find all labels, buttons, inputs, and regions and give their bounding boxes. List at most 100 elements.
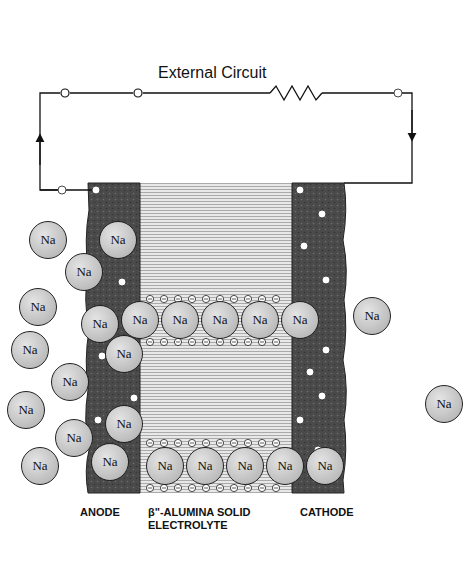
electron bbox=[216, 439, 223, 446]
electron bbox=[230, 295, 237, 302]
sodium-ion: Na bbox=[161, 301, 199, 339]
electron bbox=[202, 484, 209, 491]
sodium-ion: Na bbox=[65, 253, 103, 291]
ion-label: Na bbox=[277, 458, 292, 474]
electron bbox=[258, 338, 265, 345]
electron bbox=[244, 295, 251, 302]
electron bbox=[146, 439, 153, 446]
ion-label: Na bbox=[116, 416, 131, 432]
ion-label: Na bbox=[110, 232, 125, 248]
electron bbox=[318, 210, 326, 218]
electrode-label: CATHODE bbox=[300, 506, 354, 519]
resistor-symbol bbox=[270, 86, 322, 100]
electron bbox=[160, 439, 167, 446]
electron bbox=[230, 484, 237, 491]
electron bbox=[146, 295, 153, 302]
external-wire bbox=[40, 93, 412, 190]
electron bbox=[306, 368, 314, 376]
electron bbox=[188, 439, 195, 446]
sodium-ion: Na bbox=[29, 221, 67, 259]
ion-label: Na bbox=[212, 312, 227, 328]
electron bbox=[188, 295, 195, 302]
sodium-ion: Na bbox=[353, 297, 391, 335]
ion-label: Na bbox=[92, 316, 107, 332]
electron-dots bbox=[58, 89, 402, 492]
electron bbox=[174, 484, 181, 491]
sodium-ion: Na bbox=[121, 301, 159, 339]
electron bbox=[188, 484, 195, 491]
electron bbox=[394, 89, 402, 97]
electron bbox=[58, 186, 66, 194]
ion-label: Na bbox=[364, 308, 379, 324]
ion-label: Na bbox=[157, 458, 172, 474]
sodium-ion: Na bbox=[281, 301, 319, 339]
sodium-ion: Na bbox=[146, 447, 184, 485]
sodium-ion: Na bbox=[105, 335, 143, 373]
ion-label: Na bbox=[22, 342, 37, 358]
electron bbox=[322, 276, 330, 284]
ion-label: Na bbox=[30, 299, 45, 315]
ion-label: Na bbox=[76, 264, 91, 280]
electron bbox=[160, 295, 167, 302]
electron bbox=[146, 484, 153, 491]
electron bbox=[160, 484, 167, 491]
wire bbox=[40, 189, 58, 190]
current-arrow bbox=[411, 110, 412, 140]
electron bbox=[174, 338, 181, 345]
electron bbox=[272, 295, 279, 302]
electron bbox=[244, 484, 251, 491]
electron bbox=[296, 186, 304, 194]
electron bbox=[202, 338, 209, 345]
terminal bbox=[134, 89, 142, 97]
electron bbox=[230, 439, 237, 446]
ion-label: Na bbox=[252, 312, 267, 328]
sodium-ion: Na bbox=[7, 391, 45, 429]
electron bbox=[94, 416, 102, 424]
electron bbox=[258, 484, 265, 491]
electron bbox=[92, 186, 100, 194]
sodium-ion: Na bbox=[266, 447, 304, 485]
electron bbox=[160, 338, 167, 345]
electron bbox=[230, 338, 237, 345]
electron bbox=[202, 295, 209, 302]
sodium-ion: Na bbox=[306, 447, 344, 485]
electron bbox=[202, 439, 209, 446]
sodium-ion: Na bbox=[99, 221, 137, 259]
sodium-ion: Na bbox=[186, 447, 224, 485]
ion-label: Na bbox=[197, 458, 212, 474]
electrolyte-label: β"-ALUMINA SOLID ELECTROLYTE bbox=[148, 506, 276, 531]
sodium-ion: Na bbox=[55, 419, 93, 457]
ion-label: Na bbox=[18, 402, 33, 418]
electron bbox=[146, 338, 153, 345]
electron bbox=[118, 278, 126, 286]
ion-label: Na bbox=[132, 312, 147, 328]
ion-label: Na bbox=[102, 454, 117, 470]
electron bbox=[216, 338, 223, 345]
electron bbox=[296, 416, 304, 424]
ion-label: Na bbox=[172, 312, 187, 328]
sodium-ion: Na bbox=[21, 447, 59, 485]
electron bbox=[188, 338, 195, 345]
electron bbox=[272, 338, 279, 345]
ion-label: Na bbox=[436, 396, 451, 412]
ion-label: Na bbox=[32, 458, 47, 474]
sodium-ion: Na bbox=[226, 447, 264, 485]
sodium-ion: Na bbox=[91, 443, 129, 481]
ion-label: Na bbox=[317, 458, 332, 474]
electron bbox=[174, 439, 181, 446]
electron bbox=[244, 338, 251, 345]
electrode-label: ANODE bbox=[80, 506, 120, 519]
electron bbox=[272, 484, 279, 491]
electron bbox=[130, 394, 138, 402]
ion-label: Na bbox=[40, 232, 55, 248]
electron bbox=[258, 439, 265, 446]
sodium-ion: Na bbox=[11, 331, 49, 369]
electron bbox=[244, 439, 251, 446]
electron bbox=[216, 484, 223, 491]
sodium-ion: Na bbox=[425, 385, 463, 423]
sodium-ion: Na bbox=[19, 288, 57, 326]
electron bbox=[300, 242, 308, 250]
ion-label: Na bbox=[66, 430, 81, 446]
